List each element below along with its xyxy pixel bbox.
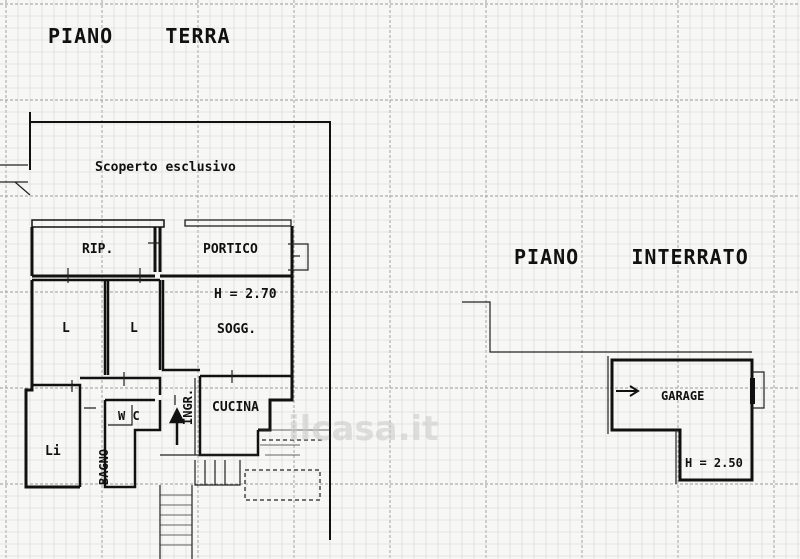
entrance-arrow	[168, 407, 186, 445]
neighbor-wall	[0, 164, 31, 196]
basement-title: PIANO INTERRATO	[514, 245, 749, 269]
garage-vent	[752, 371, 765, 409]
room-bedroom2-label: L	[130, 321, 138, 336]
watermark: ilcasa.it	[288, 409, 438, 449]
basement-plan	[462, 301, 765, 484]
room-porch-label: PORTICO	[203, 242, 258, 257]
room-bathroom-label: BAGNO	[97, 449, 111, 485]
ground-floor-plan	[0, 112, 331, 559]
garage-entry-arrow	[616, 385, 640, 397]
lower-left-walls	[32, 376, 162, 487]
kitchen-inner	[160, 378, 258, 456]
wall-top-rip	[31, 219, 165, 228]
room-living-label: SOGG.	[217, 322, 256, 337]
wc-walls	[108, 405, 133, 426]
room-entrance-label: INGR.	[181, 389, 195, 425]
wall-top-portico	[184, 219, 292, 227]
room-garage-label: GARAGE	[661, 389, 704, 403]
basement-height-label: H = 2.50	[685, 456, 743, 470]
house-outline	[24, 226, 294, 489]
bathroom-walls	[103, 398, 162, 489]
garage-vent-fill	[750, 378, 755, 404]
bedroom-walls	[32, 278, 200, 375]
room-storage-label: RIP.	[82, 242, 113, 257]
room-outdoor-label: Scoperto esclusivo	[95, 160, 236, 175]
stairs	[159, 429, 330, 559]
ground-floor-title: PIANO TERRA	[48, 24, 231, 48]
room-bedroom3-label: Li	[45, 444, 61, 459]
ground-height-label: H = 2.70	[214, 287, 277, 302]
room-wc-label: W C	[118, 409, 140, 423]
garage-inner	[607, 356, 677, 484]
room-kitchen-label: CUCINA	[212, 400, 259, 415]
garage-walls	[610, 358, 754, 482]
room-bedroom1-label: L	[62, 321, 70, 336]
basement-ramp-edge	[462, 301, 752, 353]
porch-column	[288, 243, 309, 271]
rip-portico-divider	[153, 227, 162, 272]
garden-boundary	[30, 121, 331, 540]
door-marks	[67, 242, 233, 409]
